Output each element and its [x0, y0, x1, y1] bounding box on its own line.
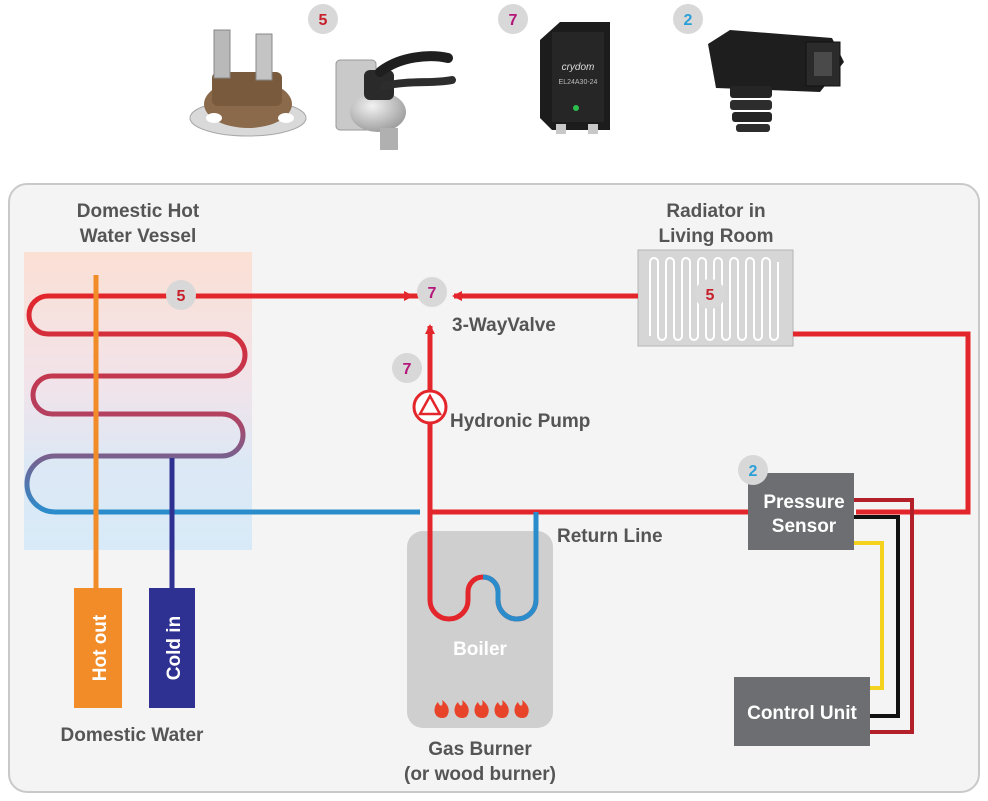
- sensor-wiring: [854, 498, 914, 734]
- return-line-label: Return Line: [557, 526, 663, 547]
- boiler-return-loop: [482, 512, 539, 622]
- cold-in-bar: Cold in: [149, 588, 195, 708]
- hydronic-pump-label: Hydronic Pump: [450, 411, 590, 432]
- radiator-label-line1: Radiator in: [666, 201, 765, 222]
- pressure-sensor-label-line2: Sensor: [772, 516, 837, 537]
- badge-pressure-sensor: 2: [738, 455, 768, 485]
- svg-text:7: 7: [403, 361, 412, 378]
- heat-exchanger-coil: [24, 293, 430, 515]
- relay-model-text: EL24A30-24: [559, 79, 598, 86]
- badge-pump: 7: [392, 353, 422, 383]
- burner-flames: [434, 700, 529, 718]
- svg-text:7: 7: [509, 12, 518, 29]
- three-way-valve-label: 3-WayValve: [452, 315, 556, 336]
- relay-brand-text: crydom: [562, 62, 595, 73]
- radiator-label-line2: Living Room: [658, 226, 773, 247]
- svg-text:2: 2: [749, 463, 758, 480]
- pressure-sensor-label-line1: Pressure: [763, 492, 844, 513]
- dhw-vessel: [24, 252, 252, 550]
- product-relay: crydom EL24A30-24: [540, 22, 610, 134]
- product-pressure-sensor: [708, 30, 844, 132]
- svg-text:5: 5: [319, 12, 328, 29]
- boiler-label: Boiler: [453, 639, 507, 660]
- domestic-water-label: Domestic Water: [61, 725, 204, 746]
- badge-top-relay: 7: [498, 4, 528, 34]
- pressure-sensor-box: [748, 473, 854, 550]
- cold-in-label: Cold in: [164, 616, 185, 680]
- gas-burner-label-line1: Gas Burner: [428, 739, 532, 760]
- product-thermostat-2: [335, 51, 456, 150]
- svg-text:7: 7: [428, 285, 437, 302]
- badge-radiator: 5: [695, 279, 725, 309]
- dhw-vessel-label-line1: Domestic Hot: [77, 201, 200, 222]
- badge-top-sensor: 2: [673, 4, 703, 34]
- boiler: [407, 531, 553, 728]
- hot-out-bar: Hot out: [74, 588, 122, 708]
- badge-top-thermostat: 5: [308, 4, 338, 34]
- badge-vessel: 5: [166, 280, 196, 310]
- badge-valve: 7: [417, 277, 447, 307]
- dhw-vessel-label-line2: Water Vessel: [80, 226, 197, 247]
- control-unit-label: Control Unit: [747, 703, 857, 724]
- gas-burner-label-line2: (or wood burner): [404, 764, 556, 785]
- svg-text:5: 5: [706, 287, 715, 304]
- product-thermostat-1: [189, 29, 307, 137]
- control-unit-box: [734, 677, 870, 746]
- hot-out-label: Hot out: [90, 614, 111, 681]
- hydronic-pump: [412, 389, 448, 425]
- svg-text:5: 5: [177, 288, 186, 305]
- svg-text:2: 2: [684, 12, 693, 29]
